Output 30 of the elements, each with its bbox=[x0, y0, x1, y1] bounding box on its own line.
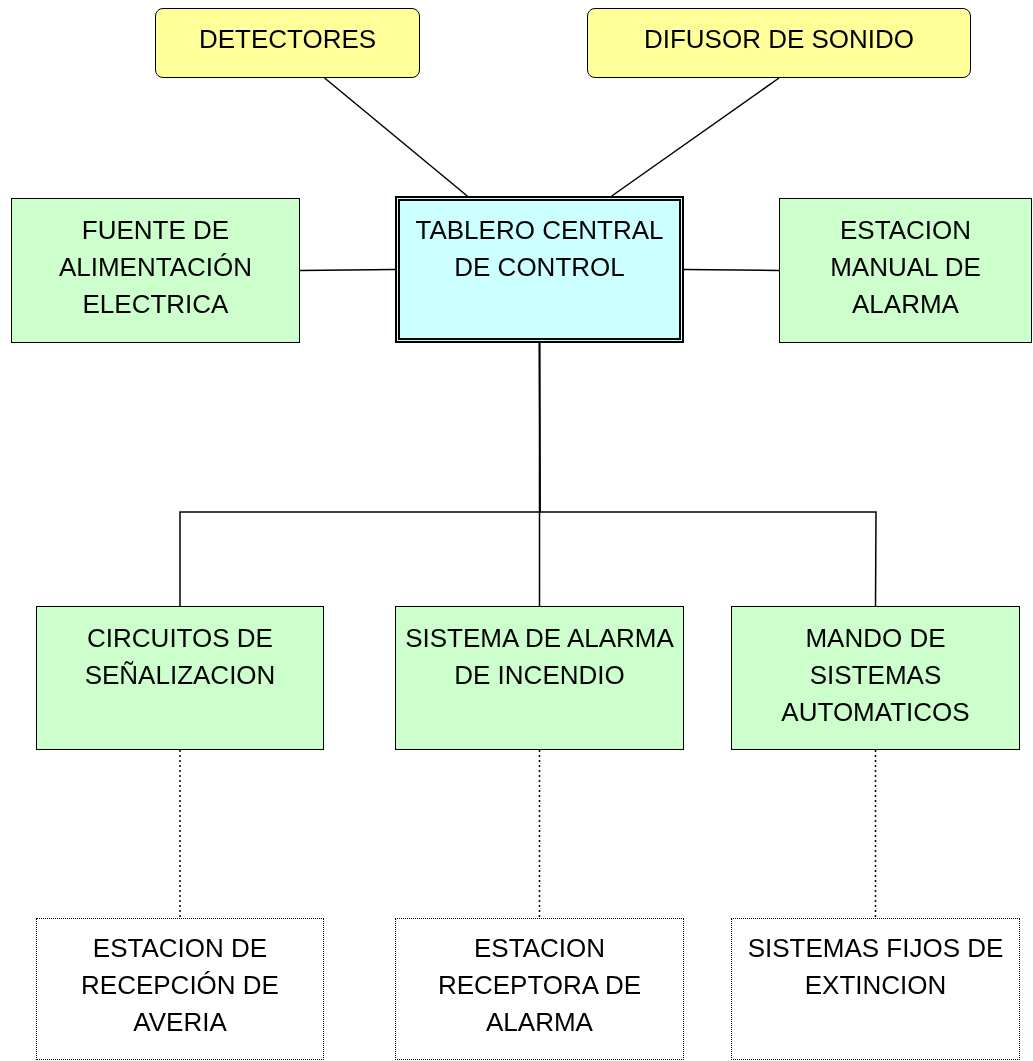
process-box bbox=[36, 606, 324, 750]
dotted-connector bbox=[179, 749, 181, 919]
label-box bbox=[155, 8, 420, 78]
process-box bbox=[11, 198, 300, 343]
node-label: SISTEMAS FIJOS DE EXTINCION bbox=[746, 932, 1005, 1002]
connector-line bbox=[611, 77, 780, 197]
dotted-connector bbox=[538, 749, 541, 919]
dotted-connector bbox=[874, 749, 877, 919]
connector-line bbox=[683, 268, 780, 272]
connector-line bbox=[323, 77, 468, 197]
process-box bbox=[779, 198, 1032, 343]
label-box bbox=[587, 8, 971, 78]
process-box bbox=[395, 606, 684, 750]
central-box bbox=[395, 196, 684, 343]
connector-line bbox=[538, 342, 877, 607]
node-label: DIFUSOR DE SONIDO bbox=[642, 23, 916, 56]
connector-line bbox=[299, 268, 396, 272]
node-label: MANDO DE SISTEMAS AUTOMATICOS bbox=[780, 622, 971, 729]
node-label: ESTACION RECEPTORA DE ALARMA bbox=[436, 932, 643, 1039]
node-label: CIRCUITOS DE SEÑALIZACION bbox=[83, 622, 277, 692]
node-label: SISTEMA DE ALARMA DE INCENDIO bbox=[404, 622, 675, 692]
node-label: TABLERO CENTRAL DE CONTROL bbox=[414, 214, 665, 284]
node-label: DETECTORES bbox=[197, 23, 378, 56]
node-label: ESTACION MANUAL DE ALARMA bbox=[829, 214, 982, 321]
node-label: ESTACION DE RECEPCIÓN DE AVERIA bbox=[80, 932, 280, 1039]
dotted-box bbox=[395, 918, 684, 1060]
process-box bbox=[731, 606, 1020, 750]
node-label: FUENTE DE ALIMENTACIÓN ELECTRICA bbox=[57, 214, 254, 321]
dotted-box bbox=[36, 918, 324, 1060]
dotted-box bbox=[731, 918, 1020, 1060]
